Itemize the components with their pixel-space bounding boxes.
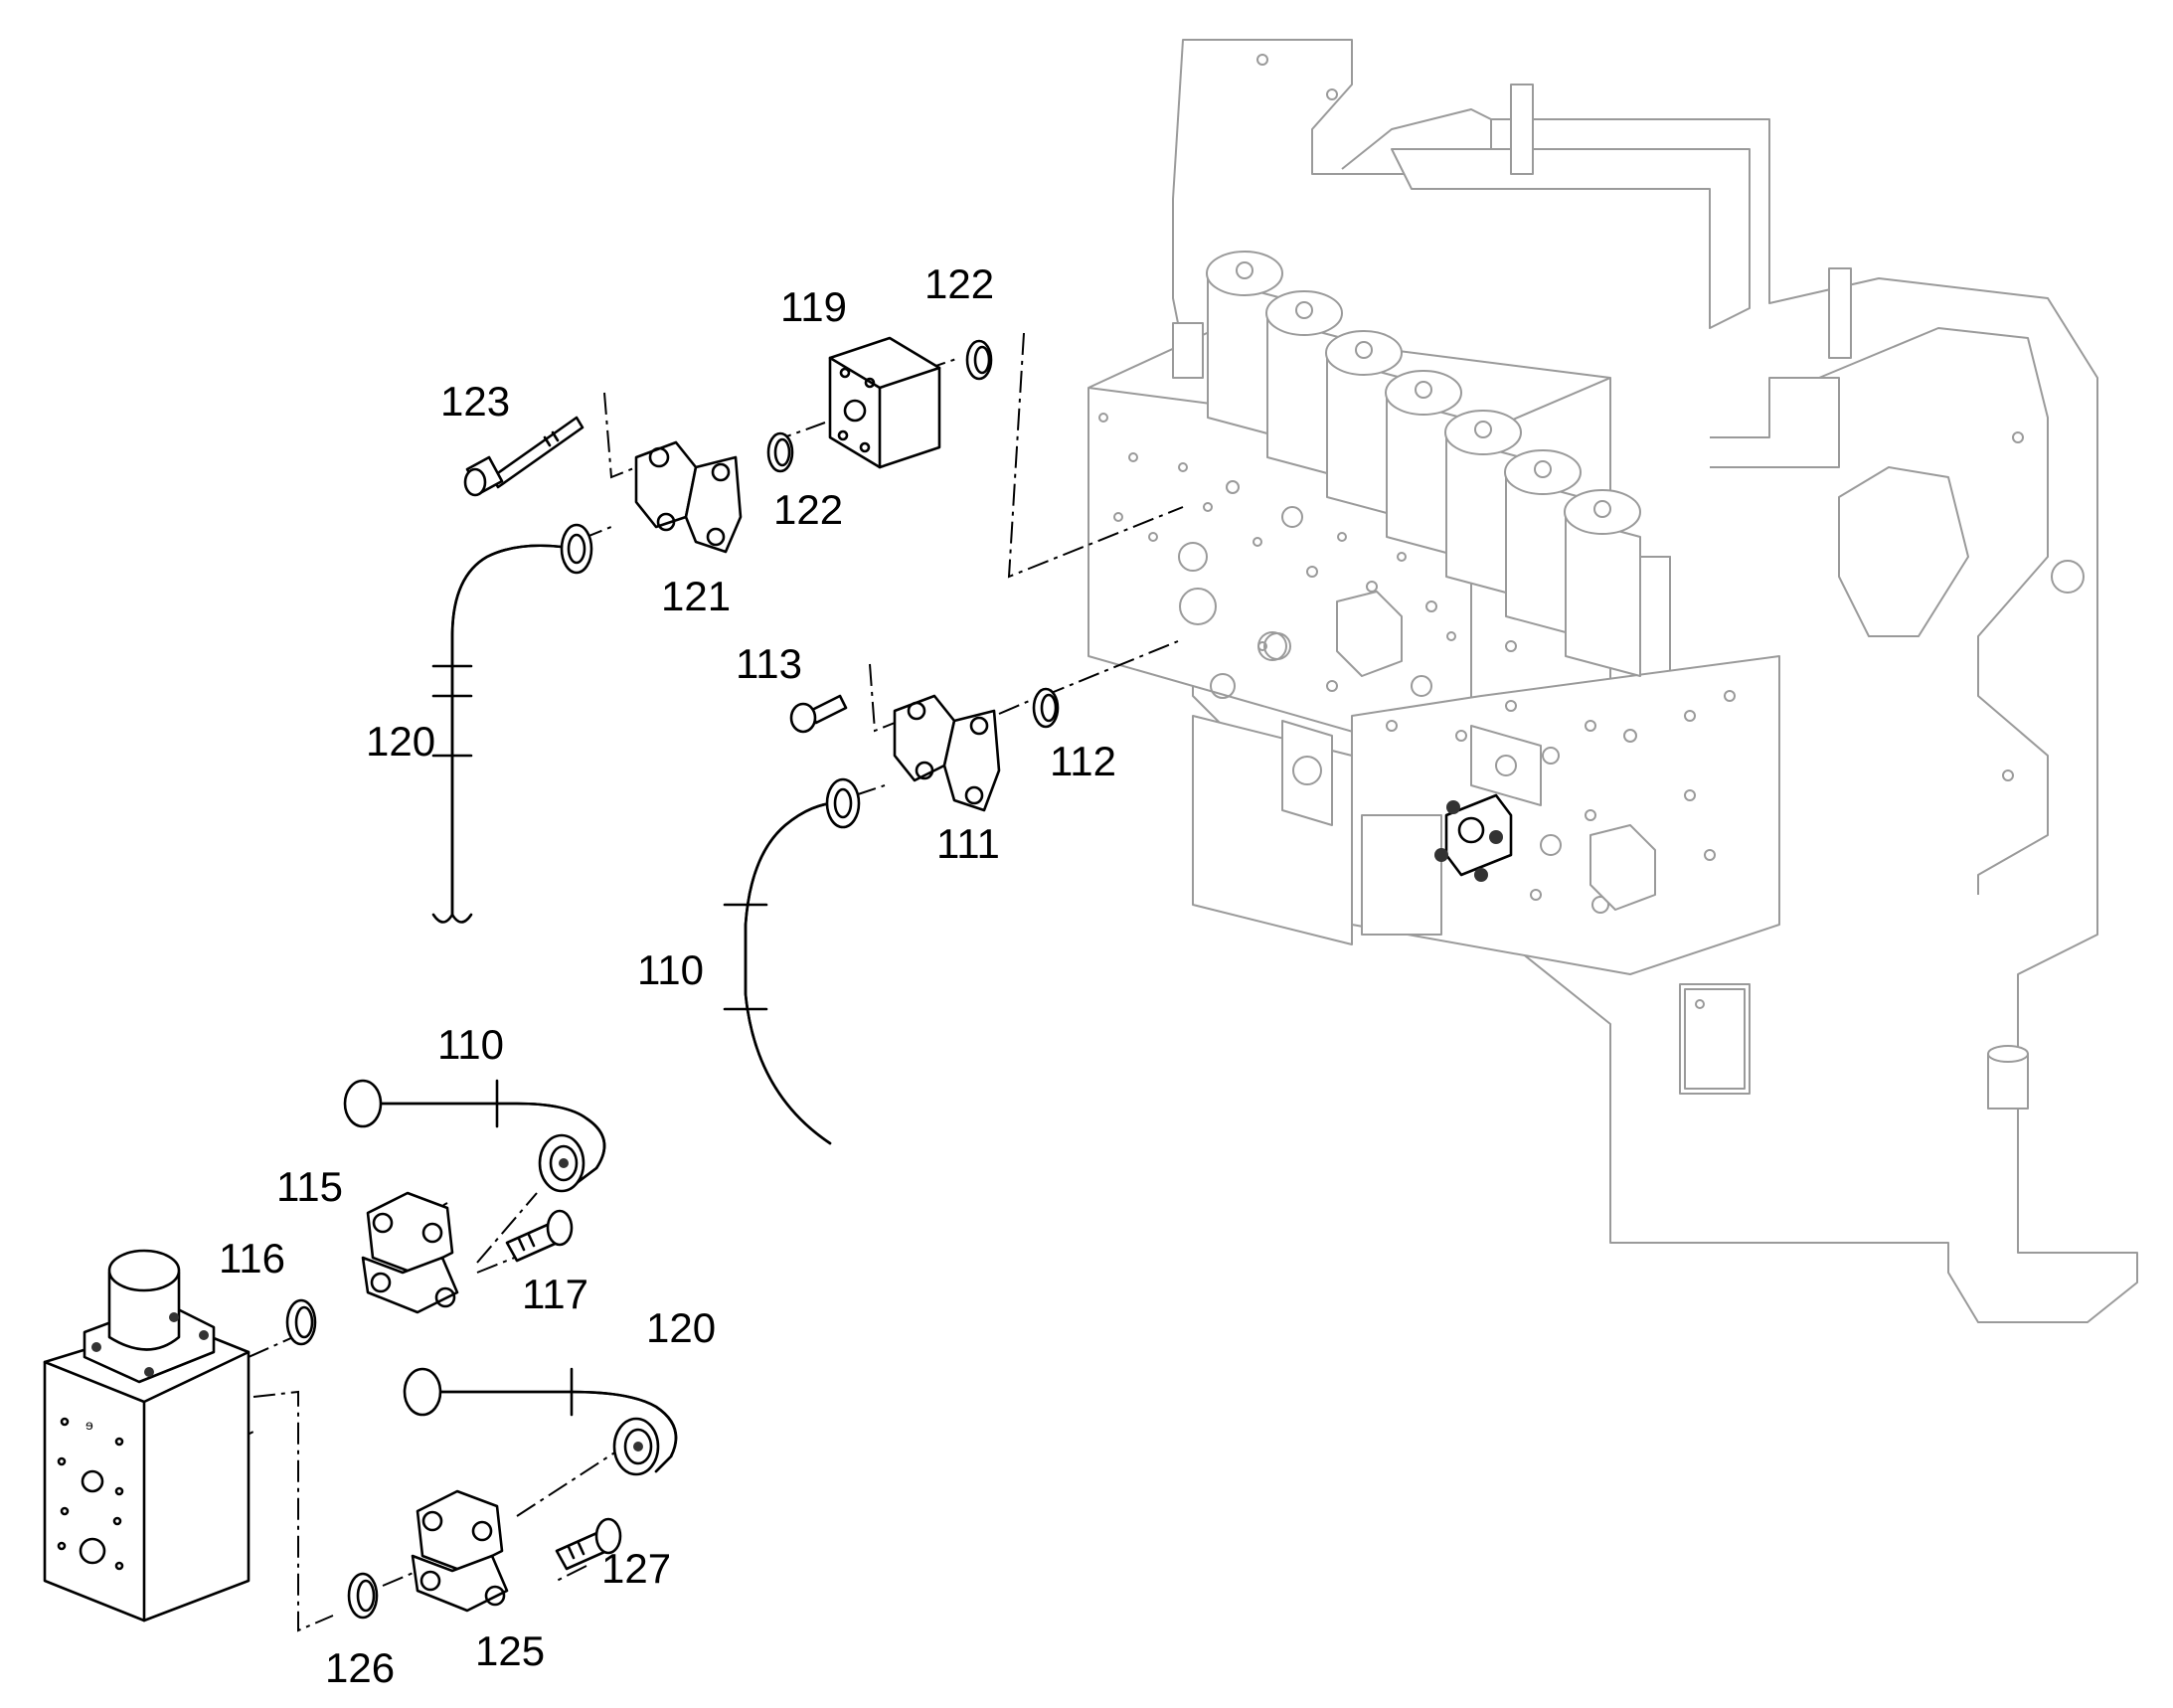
hose-120-lower bbox=[403, 1367, 678, 1476]
callout-115: 115 bbox=[276, 1163, 343, 1210]
callout-119: 119 bbox=[780, 283, 847, 330]
bolt-117 bbox=[505, 1209, 574, 1263]
callout-120-lower: 120 bbox=[646, 1304, 716, 1351]
clamp-115 bbox=[361, 1191, 459, 1314]
valve-bank-assembly bbox=[1087, 39, 2138, 1323]
manifold-block: ɘ bbox=[43, 1249, 251, 1623]
clamp-125 bbox=[411, 1489, 509, 1613]
callout-123: 123 bbox=[440, 378, 510, 425]
callout-112: 112 bbox=[1050, 738, 1116, 784]
callout-labels: 119 122 123 122 121 120 113 112 111 110 … bbox=[219, 260, 1116, 1691]
bolt-127 bbox=[555, 1517, 622, 1571]
hose-110-lower bbox=[343, 1079, 606, 1193]
bolt-123 bbox=[463, 416, 585, 497]
callout-117: 117 bbox=[522, 1271, 588, 1317]
oring-116 bbox=[285, 1298, 317, 1346]
callout-113: 113 bbox=[736, 640, 802, 687]
callout-125: 125 bbox=[475, 1627, 545, 1674]
callout-110-lower: 110 bbox=[437, 1021, 504, 1068]
callout-110-middle: 110 bbox=[637, 946, 704, 993]
hose-110-middle bbox=[723, 777, 861, 1145]
callout-122-mid: 122 bbox=[773, 486, 843, 533]
solenoid-row bbox=[1206, 251, 1641, 677]
bolt-113 bbox=[789, 694, 848, 734]
callout-127: 127 bbox=[601, 1545, 671, 1592]
mounted-clamp bbox=[1434, 793, 1513, 882]
callout-121: 121 bbox=[661, 573, 731, 619]
oring-112 bbox=[1032, 687, 1060, 729]
oring-122-right bbox=[965, 339, 993, 381]
callout-126: 126 bbox=[325, 1644, 395, 1691]
callout-111: 111 bbox=[936, 820, 1000, 867]
clamp-111 bbox=[893, 694, 1001, 812]
port-mark-icon: ɘ bbox=[85, 1417, 93, 1433]
oring-122-left bbox=[766, 431, 794, 473]
clamp-121 bbox=[634, 440, 743, 554]
adapter-block-119 bbox=[828, 336, 941, 469]
oring-126 bbox=[347, 1572, 379, 1620]
callout-122-top: 122 bbox=[924, 260, 994, 307]
callout-116: 116 bbox=[219, 1235, 285, 1281]
hose-120-upper bbox=[431, 523, 593, 924]
callout-120-upper: 120 bbox=[366, 718, 435, 765]
